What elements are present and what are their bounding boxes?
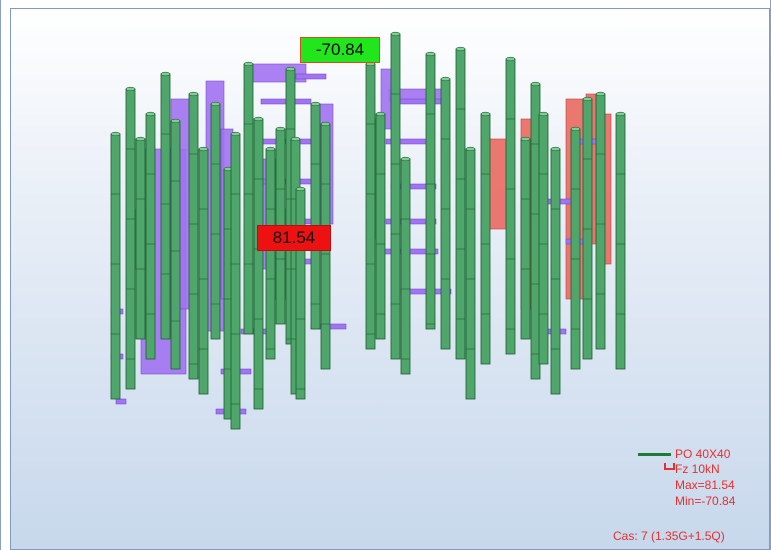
column-top	[582, 96, 593, 102]
column	[595, 93, 606, 350]
column	[400, 158, 411, 375]
column-top	[550, 146, 561, 152]
beam-diagram	[115, 398, 127, 405]
column	[243, 63, 254, 335]
column-top	[465, 146, 476, 152]
column-top	[188, 91, 199, 97]
column-top	[285, 66, 296, 72]
max-label: Max=81.54	[675, 478, 735, 492]
column-top	[198, 146, 209, 152]
column	[110, 133, 121, 400]
column	[465, 148, 476, 400]
column	[570, 128, 581, 370]
results-legend: PO 40X40 Fz 10kN Max=81.54 Min=-70.84 Ca…	[613, 445, 763, 549]
column	[125, 88, 136, 390]
column	[170, 120, 181, 370]
column	[198, 148, 209, 395]
column-top	[145, 111, 156, 117]
column	[505, 58, 516, 355]
force-diagram-icon	[664, 463, 675, 470]
min-label: Min=-70.84	[675, 494, 736, 508]
column-top	[570, 126, 581, 132]
axial-diagram-positive	[245, 63, 307, 83]
column-top	[135, 136, 146, 142]
column-top	[375, 111, 386, 117]
column	[365, 63, 376, 350]
column	[310, 103, 321, 330]
column	[230, 133, 241, 430]
column-top	[480, 111, 491, 117]
column-top	[595, 91, 606, 97]
column-top	[265, 146, 276, 152]
column-top	[615, 111, 626, 117]
column	[145, 113, 156, 360]
column	[520, 138, 531, 340]
column-top	[243, 61, 254, 67]
column-top	[440, 76, 451, 82]
column-top	[520, 136, 531, 142]
column-top	[505, 56, 516, 62]
column-top	[320, 121, 331, 127]
column-top	[290, 136, 301, 142]
column-top	[425, 51, 436, 57]
column-top	[530, 81, 541, 87]
column	[440, 78, 451, 350]
column-top	[295, 186, 306, 192]
force-label: Fz 10kN	[675, 462, 720, 476]
column-top	[390, 31, 401, 37]
column	[375, 113, 386, 340]
max-value-tag: 81.54	[257, 225, 331, 251]
column	[188, 93, 199, 380]
column-top	[253, 116, 264, 122]
column-top	[400, 156, 411, 162]
column	[425, 53, 436, 330]
column	[538, 113, 549, 365]
load-case-label: Cas: 7 (1.35G+1.5Q)	[613, 529, 725, 543]
column	[390, 33, 401, 360]
column-top	[110, 131, 121, 137]
column-top	[230, 131, 241, 137]
column	[455, 48, 466, 360]
column	[615, 113, 626, 370]
column-top	[125, 86, 136, 92]
column	[480, 113, 491, 365]
column	[160, 73, 171, 340]
column	[550, 148, 561, 395]
structure-model	[110, 31, 626, 430]
column-line-icon	[638, 453, 671, 456]
column-top	[538, 111, 549, 117]
column	[295, 188, 306, 400]
column-top	[455, 46, 466, 52]
min-value-tag: -70.84	[300, 37, 380, 63]
beam-diagram	[295, 73, 327, 80]
column-top	[170, 118, 181, 124]
structure-3d-view[interactable]: -70.84 81.54 PO 40X40 Fz 10kN Max=81.54 …	[10, 8, 770, 550]
column	[135, 138, 146, 340]
column	[253, 118, 264, 410]
column-top	[275, 126, 286, 132]
section-label: PO 40X40	[675, 447, 731, 461]
column-top	[210, 101, 221, 107]
column	[265, 148, 276, 360]
column-top	[160, 71, 171, 77]
beam-diagram	[385, 218, 437, 225]
column-top	[310, 101, 321, 107]
